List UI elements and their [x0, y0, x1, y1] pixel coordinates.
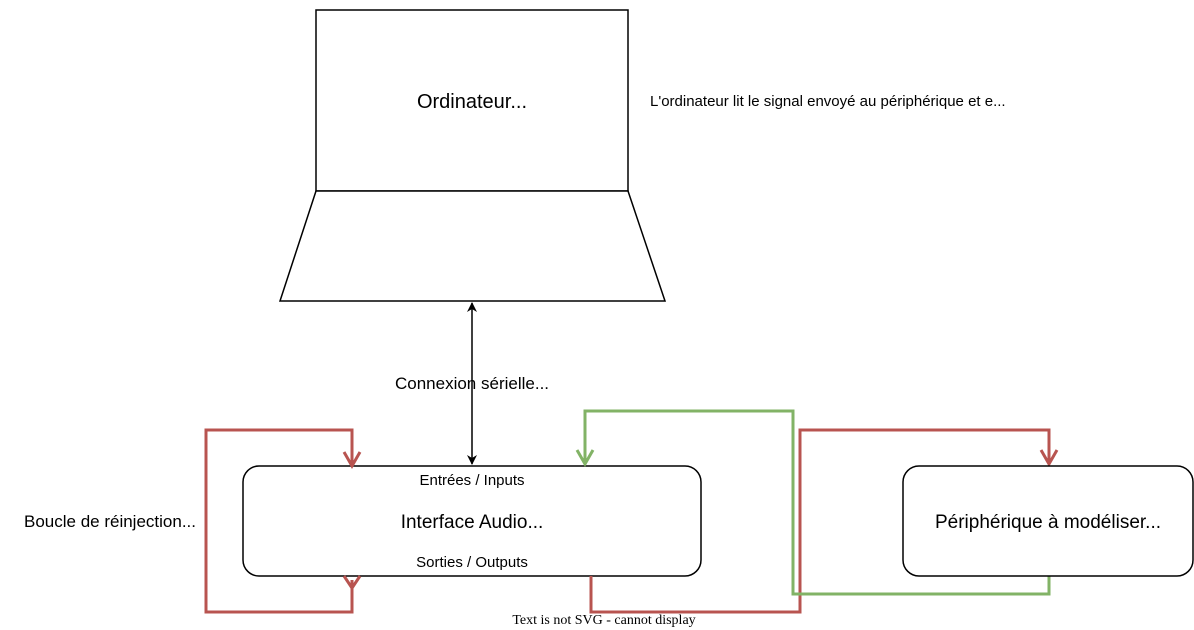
audio-interface-inputs-label: Entrées / Inputs	[419, 472, 524, 489]
serial-connection-label: Connexion sérielle...	[395, 374, 549, 393]
computer-note: L'ordinateur lit le signal envoyé au pér…	[650, 93, 1006, 110]
audio-interface-node: Entrées / Inputs Interface Audio... Sort…	[242, 465, 702, 577]
feedback-loop-line	[204, 428, 354, 614]
device-return-line	[583, 409, 1051, 596]
audio-interface-label: Interface Audio...	[401, 512, 544, 533]
feedback-loop-label: Boucle de réinjection...	[24, 512, 196, 531]
output-to-device-arrowhead	[1039, 449, 1059, 468]
device-label: Périphérique à modéliser...	[935, 512, 1161, 533]
computer-label: Ordinateur...	[417, 91, 527, 113]
svg-text-warning: Text is not SVG - cannot display	[512, 613, 695, 628]
audio-interface-box	[242, 465, 702, 577]
device-node: Périphérique à modéliser...	[902, 465, 1194, 577]
output-to-device-line	[589, 428, 1051, 614]
computer-screen	[315, 9, 629, 192]
feedback-loop-arrowhead-bottom	[342, 575, 362, 591]
audio-interface-outputs-label: Sorties / Outputs	[416, 554, 528, 571]
feedback-loop-arrowhead-top	[342, 451, 362, 470]
computer-node: Ordinateur...	[278, 9, 667, 302]
device-box	[902, 465, 1194, 577]
device-return-arrowhead	[575, 449, 595, 468]
computer-keyboard-base	[278, 190, 667, 302]
